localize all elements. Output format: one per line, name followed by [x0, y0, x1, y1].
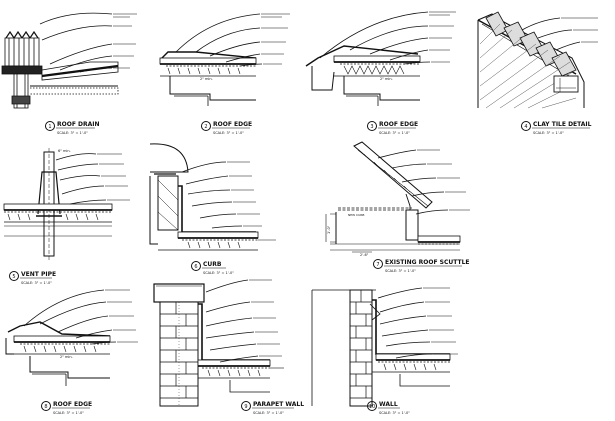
- panel-number: 3: [370, 124, 373, 130]
- panel-scale: SCALE: 3" = 1'-0": [213, 131, 244, 135]
- detail-roof-drain: 1 ROOF DRAIN SCALE: 3" = 1'-0": [1, 12, 137, 135]
- detail-roof-edge-b: 2" min. 3 ROOF EDGE SCALE: 3" = 1'-0": [305, 11, 456, 135]
- panel-title: ROOF DRAIN: [57, 121, 100, 128]
- detail-roof-edge-a: 2" min. 2 ROOF EDGE SCALE: 3" = 1'-0": [159, 13, 290, 135]
- panel-scale: SCALE: 3" = 1'-0": [53, 411, 84, 415]
- panel-title: CLAY TILE DETAIL: [533, 121, 592, 128]
- svg-text:2" min.: 2" min.: [380, 77, 393, 81]
- panel-title: ROOF EDGE: [379, 121, 418, 128]
- panel-title: WALL: [379, 401, 398, 408]
- svg-text:2" min.: 2" min.: [200, 77, 213, 81]
- panel-scale: SCALE: 3" = 1'-0": [57, 131, 88, 135]
- panel-number: 8: [44, 404, 47, 410]
- panel-number: 7: [376, 262, 379, 268]
- roof-assembly: [30, 61, 119, 95]
- panel-title: CURB: [203, 261, 222, 268]
- panel-scale: SCALE: 3" = 1'-0": [253, 411, 284, 415]
- brick-column: [349, 289, 373, 407]
- panel-number: 4: [524, 124, 527, 130]
- drain-body: [1, 30, 43, 109]
- panel-number: 10: [369, 404, 375, 410]
- panel-number: 6: [194, 264, 197, 270]
- panel-title: ROOF EDGE: [53, 401, 92, 408]
- panel-title: EXISTING ROOF SCUTTLE: [385, 259, 470, 266]
- panel-scale: SCALE: 3" = 1'-0": [533, 131, 564, 135]
- svg-text:2" min.: 2" min.: [60, 355, 73, 359]
- panel-scale: SCALE: 3" = 1'-0": [385, 269, 416, 273]
- panel-number: 5: [12, 274, 15, 280]
- detail-vent-pipe: 6" min. 5 VENT PIPE SCALE: 3" = 1'-0": [3, 148, 130, 285]
- panel-scale: SCALE: 3" = 1'-0": [379, 411, 410, 415]
- svg-text:NEW CURB: NEW CURB: [348, 213, 365, 217]
- panel-number: 2: [204, 124, 207, 130]
- svg-text:2'-6": 2'-6": [360, 253, 369, 257]
- detail-clay-tile: 4 CLAY TILE DETAIL SCALE: 3" = 1'-0": [477, 11, 598, 135]
- svg-text:1'-0": 1'-0": [327, 225, 331, 234]
- detail-parapet-wall: 9 PARAPET WALL SCALE: 3" = 1'-0": [153, 279, 304, 415]
- panel-number: 1: [48, 124, 51, 130]
- panel-title: PARAPET WALL: [253, 401, 304, 408]
- panel-scale: SCALE: 3" = 1'-0": [203, 271, 234, 275]
- panel-title: VENT PIPE: [21, 271, 56, 278]
- panel-scale: SCALE: 3" = 1'-0": [21, 281, 52, 285]
- detail-wall: 10 WALL SCALE: 3" = 1'-0": [311, 287, 458, 415]
- detail-roof-edge-c: 2" min. 8 ROOF EDGE SCALE: 3" = 1'-0": [5, 289, 138, 415]
- panel-number: 9: [244, 404, 247, 410]
- detail-curb: 6 CURB SCALE: 3" = 1'-0": [149, 143, 276, 275]
- panel-title: ROOF EDGE: [213, 121, 252, 128]
- svg-text:6" min.: 6" min.: [58, 149, 71, 153]
- detail-roof-scuttle: 1'-0" 2'-6" NEW CURB 7 EXISTING ROOF SCU…: [325, 141, 470, 273]
- brick-column: [159, 301, 199, 407]
- panel-scale: SCALE: 3" = 1'-0": [379, 131, 410, 135]
